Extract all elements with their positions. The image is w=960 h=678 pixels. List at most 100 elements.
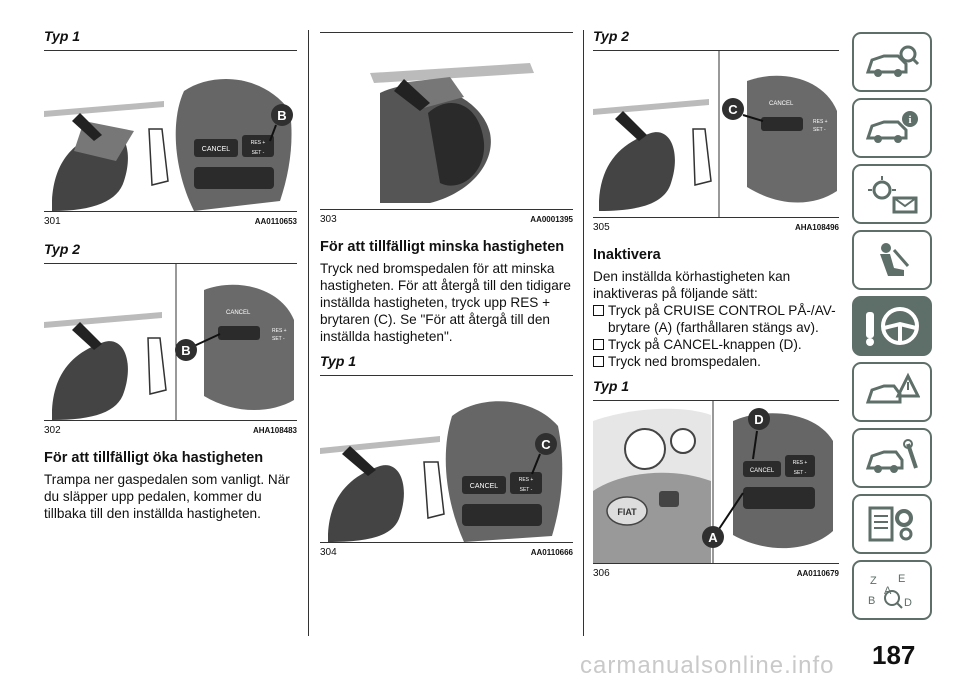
- figure-302: CANCEL RES + SET - B: [44, 263, 297, 420]
- brake-pedal-illustration: [370, 63, 534, 203]
- svg-text:D: D: [904, 597, 912, 609]
- watermark: carmanualsonline.info: [580, 652, 835, 678]
- nav-tab-car-info[interactable]: i: [852, 98, 932, 158]
- nav-tab-index[interactable]: Z E A B D: [852, 560, 932, 620]
- res-button-label: RES +: [519, 477, 534, 483]
- specs-gears-icon: [868, 506, 913, 542]
- cancel-button-label: CANCEL: [470, 483, 499, 490]
- figure-306: FIAT CANCEL RES + SET - D A: [593, 400, 839, 563]
- column-middle: 303 AA0001395 För att tillfälligt minska…: [320, 28, 573, 572]
- svg-text:B: B: [868, 595, 875, 607]
- column-divider: [308, 30, 309, 636]
- heading-type-1: Typ 1: [593, 378, 630, 394]
- page-number: 187: [872, 640, 916, 670]
- figure-code: AHA108496: [794, 223, 839, 232]
- callout-a: A: [708, 530, 718, 545]
- svg-text:Z: Z: [870, 575, 877, 587]
- column-left: Typ 1 CANCEL RES + SET - B 301 AA0110653…: [44, 28, 297, 530]
- figure-caption: 303 AA0001395: [320, 209, 573, 225]
- cancel-button-label: CANCEL: [226, 310, 251, 316]
- set-button-label: SET -: [813, 127, 826, 133]
- bullet-item: Tryck ned bromspedalen.: [593, 353, 839, 370]
- nav-tab-steering-wheel-key[interactable]: [852, 296, 932, 356]
- column-divider: [583, 30, 584, 636]
- res-button-label: RES +: [813, 119, 828, 125]
- cancel-button-label: CANCEL: [769, 101, 794, 107]
- nav-tab-specs[interactable]: [852, 494, 932, 554]
- figure-code: AA0001395: [530, 215, 573, 224]
- bullet-item: Tryck på CANCEL-knappen (D).: [593, 336, 839, 353]
- steering-control-illustration: CANCEL RES + SET - C: [320, 401, 563, 542]
- section-body: Tryck ned bromspedalen för att minska ha…: [320, 261, 571, 344]
- warning-triangle-icon: [865, 372, 920, 404]
- nav-tab-car-wrench[interactable]: [852, 428, 932, 488]
- figure-301: CANCEL RES + SET - B: [44, 50, 297, 211]
- svg-text:A: A: [884, 585, 892, 597]
- bullet-text: Tryck på CANCEL-knappen (D).: [608, 337, 802, 352]
- callout-d: D: [754, 412, 763, 427]
- car-wrench-icon: [865, 439, 918, 473]
- callout-c: C: [728, 102, 738, 117]
- steering-control-illustration: CANCEL RES + SET - C: [593, 51, 837, 217]
- figure-caption: 302 AHA108483: [44, 420, 297, 436]
- svg-text:i: i: [908, 114, 911, 126]
- set-button-label: SET -: [520, 487, 533, 493]
- nav-tab-warning[interactable]: [852, 362, 932, 422]
- nav-tab-dashboard-lights[interactable]: [852, 164, 932, 224]
- res-button-label: RES +: [251, 140, 266, 146]
- bullet-item: Tryck på CRUISE CONTROL PÅ-/AV-brytare (…: [593, 302, 839, 336]
- dashboard-lights-icon: [868, 176, 918, 214]
- figure-code: AA0110679: [796, 569, 839, 578]
- car-info-icon: i: [865, 111, 918, 143]
- figure-number: 306: [593, 568, 610, 579]
- seat-airbag-icon: [880, 243, 910, 276]
- set-button-label: SET -: [794, 470, 807, 476]
- section-title: För att tillfälligt öka hastigheten: [44, 450, 264, 466]
- bullet-text: Tryck på CRUISE CONTROL PÅ-/AV-brytare (…: [608, 303, 836, 335]
- nav-tab-car-search[interactable]: [852, 32, 932, 92]
- alphabet-index-icon: Z E A B D: [868, 573, 912, 609]
- section-title: För att tillfälligt minska hastigheten: [320, 239, 565, 255]
- figure-303: [320, 32, 573, 209]
- figure-code: AHA108483: [252, 426, 297, 435]
- steering-control-illustration: CANCEL RES + SET - B: [44, 79, 293, 211]
- cancel-button-label: CANCEL: [750, 468, 775, 474]
- figure-305: CANCEL RES + SET - C: [593, 50, 839, 217]
- svg-text:E: E: [898, 573, 905, 585]
- figure-number: 303: [320, 214, 337, 225]
- steering-control-illustration: CANCEL RES + SET - B: [44, 264, 294, 420]
- fiat-logo-text: FIAT: [617, 507, 637, 517]
- cancel-button-label: CANCEL: [202, 146, 231, 153]
- callout-b: B: [181, 343, 190, 358]
- checkbox-icon: [593, 339, 604, 350]
- section-title: Inaktivera: [593, 247, 661, 263]
- section-body: Den inställda körhastigheten kan inaktiv…: [593, 269, 791, 301]
- res-button-label: RES +: [793, 460, 808, 466]
- callout-c: C: [541, 437, 551, 452]
- section-body: Trampa ner gaspedalen som vanligt. När d…: [44, 472, 290, 521]
- heading-type-1: Typ 1: [44, 28, 81, 44]
- figure-caption: 306 AA0110679: [593, 563, 839, 579]
- checkbox-icon: [593, 356, 604, 367]
- figure-caption: 301 AA0110653: [44, 211, 297, 227]
- car-search-icon: [865, 45, 920, 77]
- steering-wheel-key-icon: [866, 307, 919, 346]
- figure-number: 302: [44, 425, 61, 436]
- heading-type-1: Typ 1: [320, 353, 357, 369]
- checkbox-icon: [593, 305, 604, 316]
- callout-b: B: [277, 108, 286, 123]
- bullet-text: Tryck ned bromspedalen.: [608, 354, 761, 369]
- figure-code: AA0110653: [254, 217, 297, 226]
- figure-number: 304: [320, 547, 337, 558]
- set-button-label: SET -: [272, 336, 285, 342]
- nav-tab-seat-airbag[interactable]: [852, 230, 932, 290]
- heading-type-2: Typ 2: [44, 241, 81, 257]
- figure-number: 301: [44, 216, 61, 227]
- figure-code: AA0110666: [530, 548, 573, 557]
- dashboard-steering-illustration: FIAT CANCEL RES + SET - D A: [593, 401, 833, 563]
- res-button-label: RES +: [272, 328, 287, 334]
- column-right: Typ 2 CANCEL RES + SET - C 305 AHA108496…: [593, 28, 839, 593]
- figure-number: 305: [593, 222, 610, 233]
- heading-type-2: Typ 2: [593, 28, 630, 44]
- figure-caption: 304 AA0110666: [320, 542, 573, 558]
